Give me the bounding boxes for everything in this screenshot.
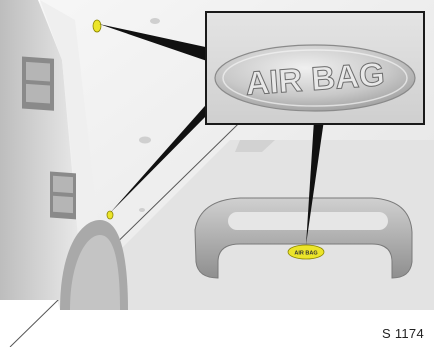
marker-upper bbox=[93, 20, 101, 32]
handle-airbag-label: AIR BAG bbox=[294, 251, 317, 257]
magnified-inset: AIR BAG bbox=[206, 12, 424, 124]
figure-code: S 1174 bbox=[382, 326, 424, 341]
marker-lower bbox=[107, 211, 113, 219]
